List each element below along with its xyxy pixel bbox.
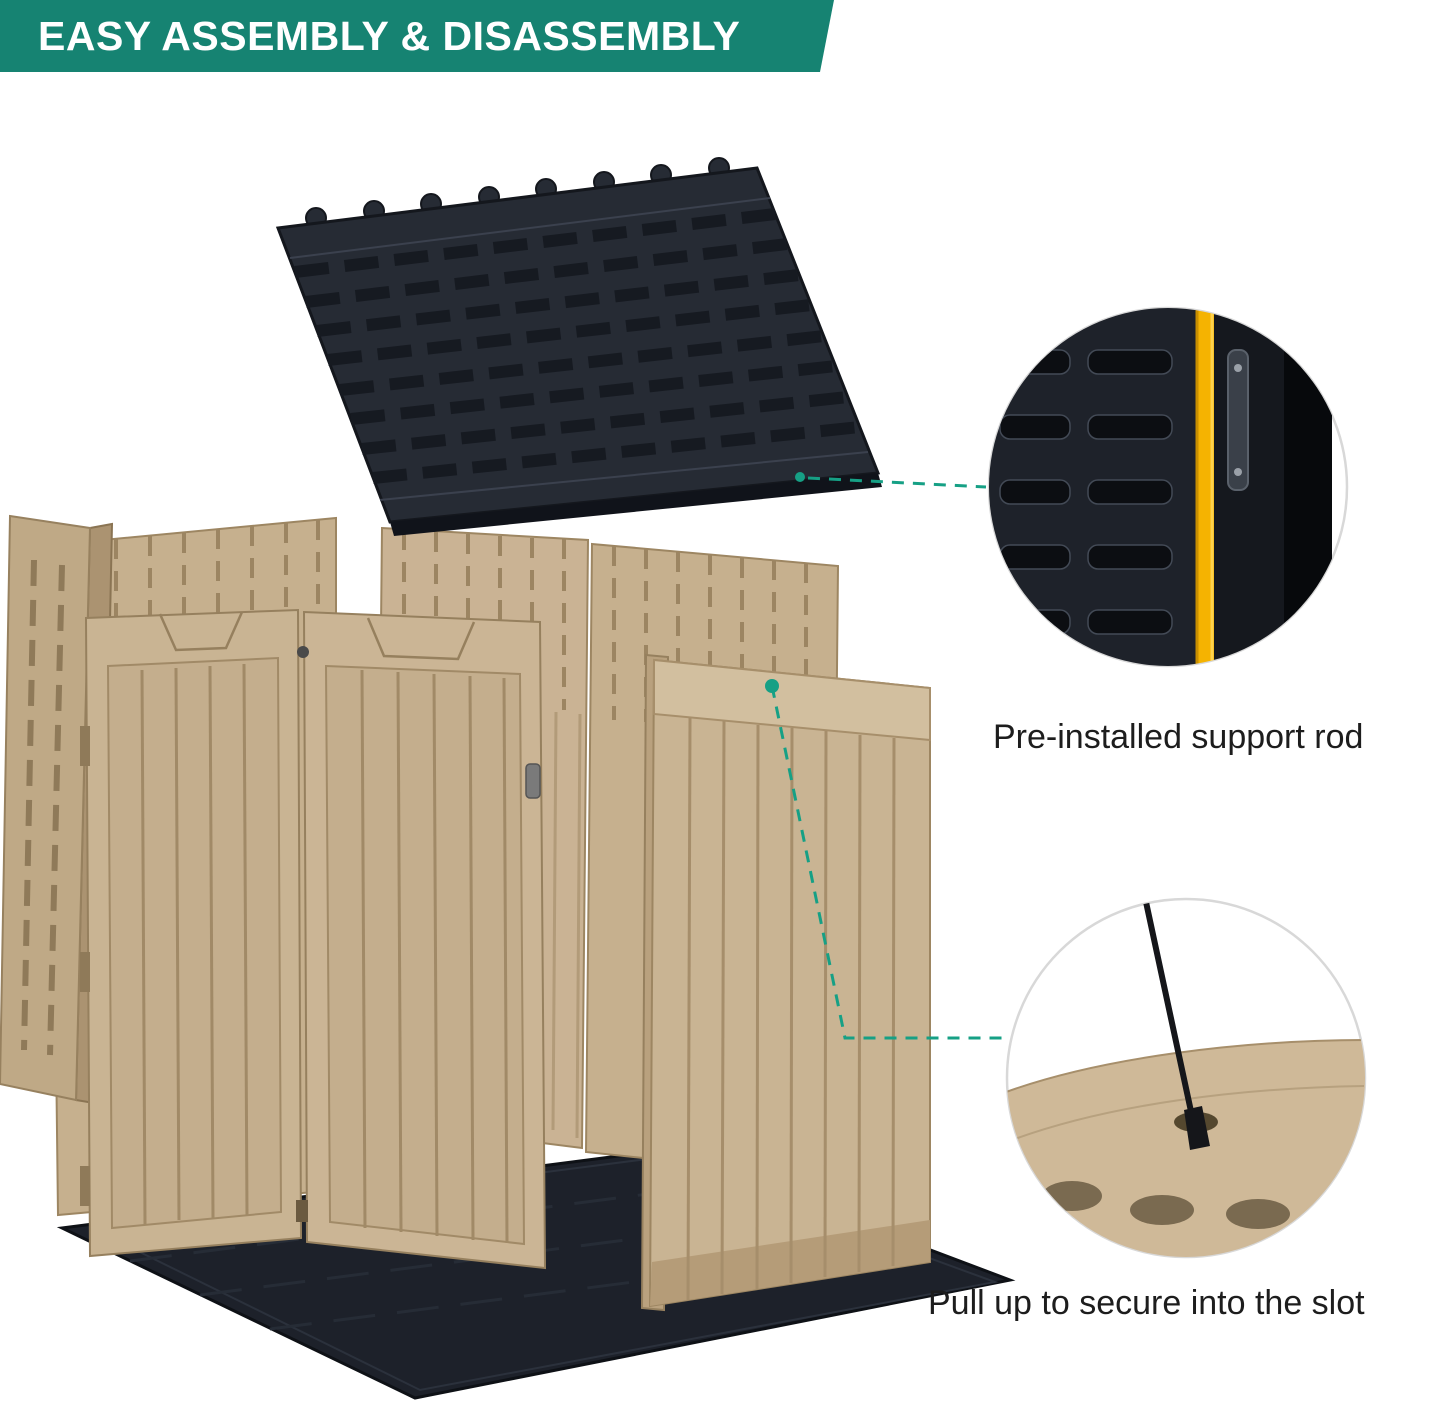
- connector-slot: [765, 679, 1003, 1040]
- callout-support-rod: [987, 306, 1349, 668]
- right-door: [296, 610, 547, 1270]
- support-rod-label: Pre-installed support rod: [993, 718, 1364, 756]
- support-rod-yellow-icon: [1196, 308, 1214, 666]
- door-lock-icon: [297, 646, 309, 658]
- banner: EASY ASSEMBLY & DISASSEMBLY: [0, 0, 834, 72]
- slot-rod-icon: [1143, 899, 1195, 1119]
- lid-panel: [275, 157, 882, 536]
- connector-support-rod: [795, 472, 987, 489]
- banner-title: EASY ASSEMBLY & DISASSEMBLY: [38, 12, 741, 59]
- door-latch-icon: [525, 763, 541, 799]
- slot-label: Pull up to secure into the slot: [928, 1284, 1365, 1322]
- callout-slot: [1005, 897, 1367, 1259]
- right-wall-panel: [640, 653, 931, 1312]
- left-door: [80, 608, 303, 1258]
